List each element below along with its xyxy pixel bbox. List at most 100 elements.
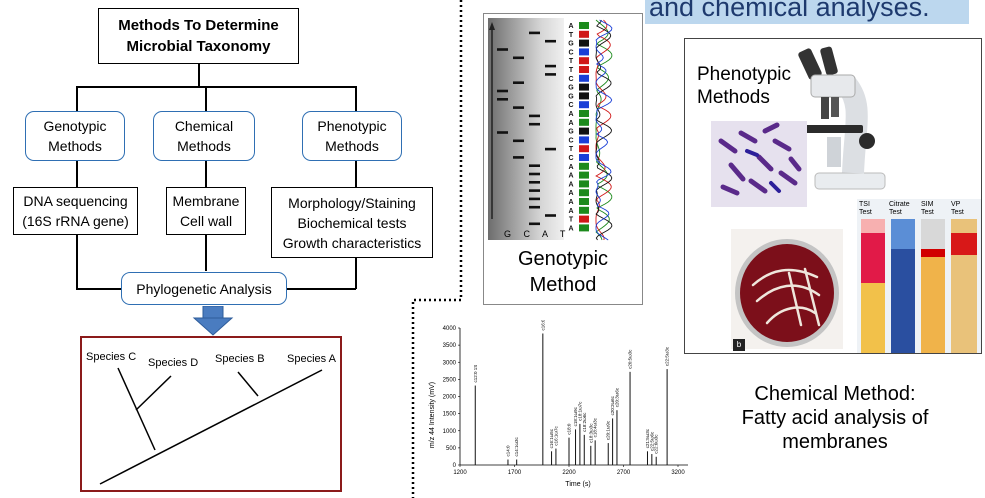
phenotypic-label: Phenotypic Methods xyxy=(317,118,387,154)
sequence-letter: C xyxy=(568,102,573,109)
x-tick-label: 1200 xyxy=(453,470,467,476)
sequence-color-bar xyxy=(579,39,589,47)
peak-label: c12:0 1S xyxy=(473,365,478,383)
agar-plate-image xyxy=(731,229,843,349)
sequence-color-bar xyxy=(579,92,589,100)
peak-label: c16:1ω7c xyxy=(553,426,558,446)
gel-band xyxy=(545,39,556,43)
tree-branch xyxy=(237,371,259,397)
peak-label: c18:3ω3c xyxy=(588,423,593,443)
gel-bands xyxy=(497,31,556,226)
gel-band xyxy=(513,81,524,84)
gel-band xyxy=(497,98,508,101)
gel-band xyxy=(529,189,540,192)
peak-label: c20:2ω6c xyxy=(610,395,615,415)
species-c-label: Species C xyxy=(86,351,136,363)
sequence-letter: G xyxy=(568,85,574,92)
membrane-text: Membrane Cell wall xyxy=(172,193,240,229)
peak-label: c16:0 xyxy=(540,320,545,330)
sequence-letter: T xyxy=(569,32,574,39)
gel-band xyxy=(497,48,508,51)
peak-label: c18:4ω3c xyxy=(593,417,598,437)
sequence-letter: C xyxy=(568,155,573,162)
sequence-letter: A xyxy=(568,225,573,232)
trace-line xyxy=(595,19,613,241)
sequence-letter: A xyxy=(568,173,573,180)
gel-band xyxy=(529,181,540,184)
x-tick-label: 2200 xyxy=(562,470,576,476)
gel-band xyxy=(529,122,540,126)
peak-label: c18:1ω9c xyxy=(573,406,578,426)
connector xyxy=(287,288,356,290)
peak-label: c18:1ω7c xyxy=(577,401,582,421)
species-a-label: Species A xyxy=(287,353,337,365)
y-tick-label: 500 xyxy=(446,446,457,452)
connector xyxy=(205,161,207,187)
sequence-color-bar xyxy=(579,154,589,161)
gel-band xyxy=(513,139,524,143)
chemical-caption-line-3: membranes xyxy=(782,431,888,453)
genotypic-methods-box: Genotypic Methods xyxy=(25,111,125,161)
gel-band xyxy=(529,172,540,176)
sequence-color-bar xyxy=(579,110,589,117)
chemical-caption-line-1: Chemical Method: xyxy=(754,383,916,405)
y-axis-label: m/z 44 Intensity (mV) xyxy=(429,382,436,448)
sequence-color-bar xyxy=(579,180,589,188)
dna-sequencing-text: DNA sequencing (16S rRNA gene) xyxy=(22,193,129,229)
sequence-letter: G xyxy=(568,41,574,48)
sequence-color-bar xyxy=(579,22,589,29)
tube-label-sim: SIM Test xyxy=(921,201,934,216)
phenotypic-panel-title: Phenotypic Methods xyxy=(697,64,792,108)
y-tick-label: 0 xyxy=(453,463,457,469)
sequence-color-bar xyxy=(579,206,589,214)
x-axis-label: Time (s) xyxy=(565,481,590,488)
peak-label: c22:5ω6c xyxy=(649,431,654,451)
connector xyxy=(76,288,122,290)
gel-band xyxy=(529,222,540,226)
connector xyxy=(205,235,207,271)
peak-label: c18:0 xyxy=(567,423,572,435)
sequence-color-bars xyxy=(579,22,589,232)
chemical-caption-line-2: Fatty acid analysis of xyxy=(741,407,929,429)
morphology-box: Morphology/Staining Biochemical tests Gr… xyxy=(271,187,433,258)
trace-line xyxy=(595,19,613,241)
sequence-letter: A xyxy=(568,190,573,197)
peak-label: c18:2ω6c xyxy=(582,412,587,432)
sequence-color-bar xyxy=(579,224,589,232)
sequence-letter: T xyxy=(569,58,574,65)
sequence-letter: A xyxy=(568,23,573,30)
connector xyxy=(76,161,78,187)
genotypic-label: Genotypic Methods xyxy=(43,118,107,154)
x-tick-label: 1700 xyxy=(508,470,522,476)
connector xyxy=(198,64,200,86)
sequence-letter: A xyxy=(568,111,573,118)
trace-line xyxy=(595,19,613,241)
sequence-letter: A xyxy=(568,199,573,206)
connector xyxy=(355,86,357,111)
peak-label: c14:1ω3c xyxy=(514,436,519,456)
gel-band xyxy=(545,147,556,151)
connector xyxy=(76,86,356,88)
sequence-letter: G xyxy=(568,93,574,100)
dna-sequencing-box: DNA sequencing (16S rRNA gene) xyxy=(13,187,138,235)
biochemical-tests-image: TSI Test Citrate Test SIM Test VP Test xyxy=(857,199,981,353)
peak-label: c22:6ω3c xyxy=(654,434,659,454)
gel-band xyxy=(529,197,540,201)
peak-label: c20:5ω3c xyxy=(628,349,633,369)
phenotypic-methods-box: Phenotypic Methods xyxy=(302,111,402,161)
sequence-color-bar xyxy=(579,171,589,179)
peak-label: c20:3ω6c xyxy=(614,387,619,407)
down-arrow-icon xyxy=(192,306,234,336)
y-tick-label: 1500 xyxy=(443,412,457,418)
species-d-label: Species D xyxy=(148,357,198,369)
sequence-letter: A xyxy=(568,120,573,127)
gel-band xyxy=(497,131,508,134)
sequence-color-bar xyxy=(579,118,589,126)
sequence-letter: T xyxy=(569,217,574,224)
sequence-color-bar xyxy=(579,83,589,91)
tube-label-tsi: TSI Test xyxy=(859,201,872,216)
connector xyxy=(76,235,78,288)
sequence-letter: A xyxy=(568,208,573,215)
